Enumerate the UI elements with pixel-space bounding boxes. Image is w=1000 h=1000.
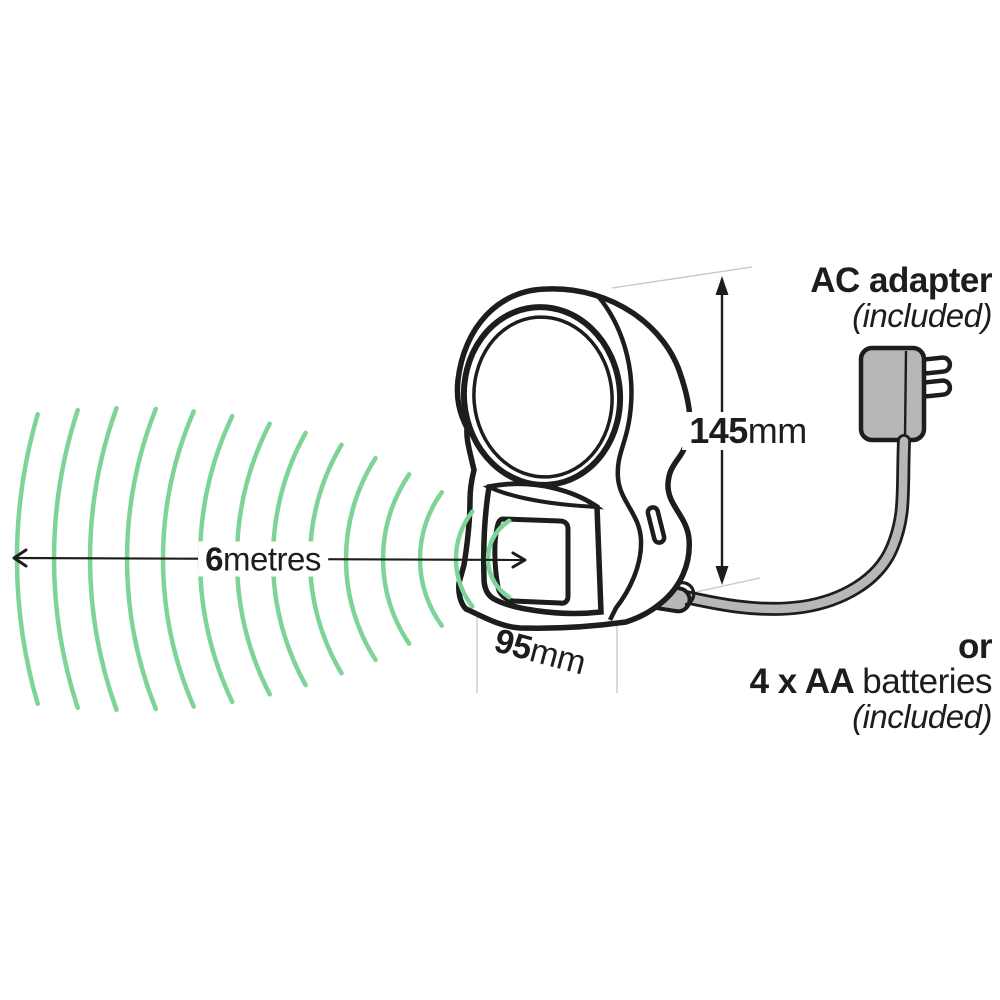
lens-ring-inner bbox=[472, 315, 614, 479]
arrowhead-up-icon bbox=[715, 276, 729, 295]
arrowhead-down-icon bbox=[715, 566, 729, 585]
ac-adapter-note: (included) bbox=[852, 297, 992, 334]
device-side-contour bbox=[596, 294, 644, 622]
or-label: or bbox=[958, 627, 993, 666]
arrowhead-left-icon bbox=[12, 548, 28, 568]
adapter-body bbox=[858, 345, 927, 443]
sensor-window bbox=[492, 516, 571, 606]
adapter-edge-line bbox=[903, 350, 908, 439]
range-label: 6metres bbox=[198, 540, 328, 578]
ac-adapter-drawing bbox=[858, 345, 953, 443]
ac-adapter-label-block: AC adapter (included) bbox=[810, 263, 992, 332]
battery-note: (included) bbox=[852, 698, 992, 735]
housing-top-face bbox=[482, 482, 604, 510]
height-label: 145mm bbox=[682, 412, 814, 450]
cable-core bbox=[667, 436, 909, 614]
height-unit: mm bbox=[747, 410, 807, 451]
battery-item: batteries bbox=[862, 662, 992, 701]
arrowhead-right-icon bbox=[511, 551, 527, 569]
plug-ferrule bbox=[679, 581, 696, 607]
sensor-device-drawing bbox=[454, 286, 693, 631]
detection-waves bbox=[14, 405, 512, 713]
height-extension-line-top bbox=[611, 266, 753, 289]
side-button-slot bbox=[645, 505, 667, 545]
battery-quantity: 4 x AA bbox=[749, 662, 855, 701]
lens-ring-outer bbox=[460, 304, 624, 488]
ac-adapter-label: AC adapter bbox=[810, 261, 992, 300]
height-value: 145 bbox=[689, 410, 748, 451]
range-value: 6 bbox=[205, 540, 223, 578]
range-unit: metres bbox=[223, 540, 321, 578]
